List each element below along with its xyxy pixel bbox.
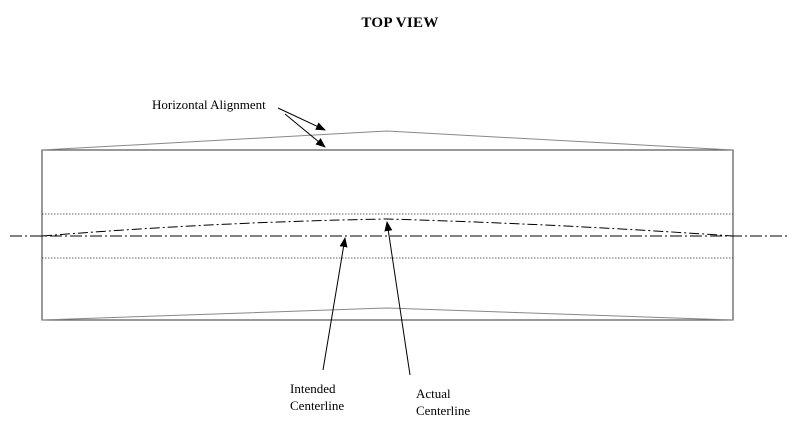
actual-centerline-label: Actual Centerline (416, 385, 470, 419)
horizontal-alignment-arrow-1 (277, 107, 326, 131)
diagram-title: TOP VIEW (361, 15, 439, 31)
actual-centerline-arrow (384, 221, 411, 376)
intended-centerline-label: Intended Centerline (290, 380, 344, 414)
horizontal-alignment-label: Horizontal Alignment (152, 97, 266, 112)
intended-centerline-label-line-2: Centerline (290, 398, 345, 413)
intended-centerline-arrow (322, 237, 348, 371)
actual-centerline (41, 218, 734, 237)
horizontal-alignment-bottom-line (41, 307, 734, 321)
actual-centerline-label-line-2: Centerline (416, 403, 471, 418)
intended-centerline-label-line-1: Intended (290, 381, 336, 396)
actual-centerline-label-line-1: Actual (416, 386, 451, 401)
road-outline (41, 149, 734, 321)
horizontal-alignment-top-line (41, 130, 734, 151)
horizontal-alignment-arrow-2 (284, 113, 326, 148)
